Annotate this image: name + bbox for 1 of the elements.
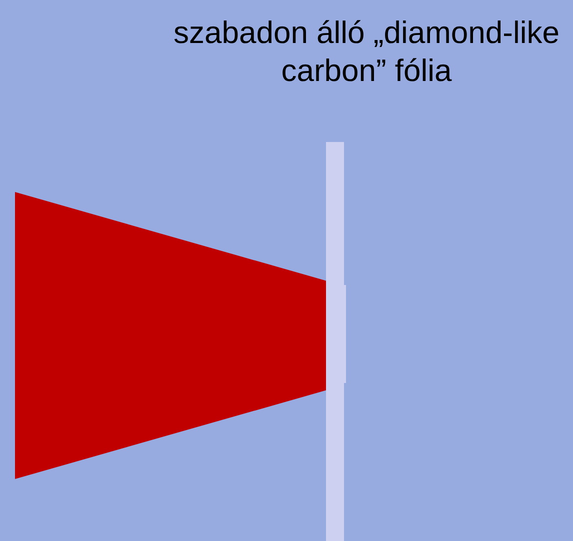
title-text: szabadon álló „diamond-like carbon” fólia — [172, 14, 560, 90]
